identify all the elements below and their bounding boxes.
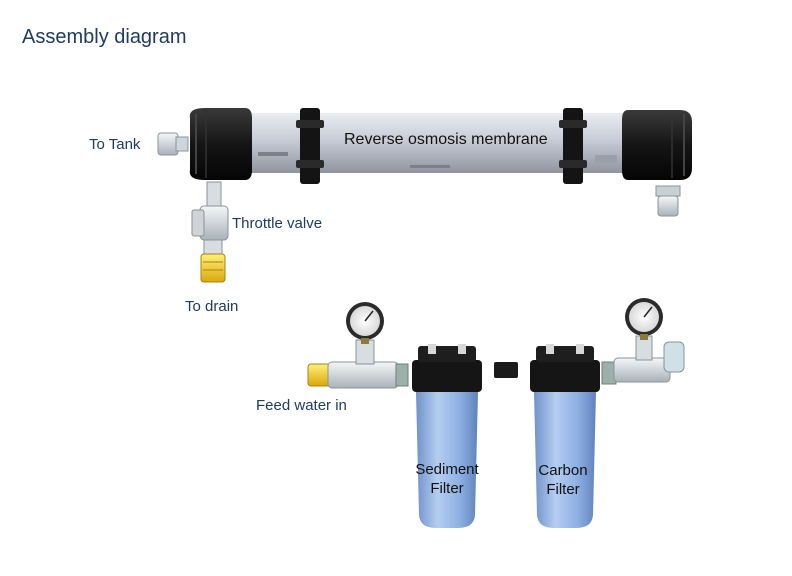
- pressure-gauge-left: [346, 302, 384, 344]
- carbon-label-line2: Filter: [546, 481, 580, 498]
- carbon-filter-label: Carbon Filter: [523, 461, 603, 499]
- membrane-outlet-fitting: [655, 185, 681, 217]
- sediment-filter-housing: [412, 344, 482, 528]
- sediment-label-line2: Filter: [430, 480, 464, 497]
- filter-connector: [494, 362, 518, 378]
- carbon-filter-housing: [530, 344, 600, 528]
- to-tank-label: To Tank: [89, 136, 141, 153]
- pressure-gauge-right: [625, 298, 663, 340]
- carbon-label-line1: Carbon: [538, 462, 588, 479]
- feed-inlet-assembly: [307, 339, 409, 389]
- sediment-filter-label: Sediment Filter: [407, 460, 487, 498]
- carbon-outlet-assembly: [601, 335, 685, 385]
- to-drain-label: To drain: [185, 298, 239, 315]
- membrane-label: Reverse osmosis membrane: [344, 131, 548, 148]
- to-tank-fitting: [157, 132, 189, 156]
- ro-membrane: [189, 108, 692, 184]
- throttle-valve-label: Throttle valve: [232, 215, 323, 232]
- throttle-valve: [191, 181, 229, 283]
- sediment-label-line1: Sediment: [415, 461, 479, 478]
- page-title: Assembly diagram: [22, 26, 187, 48]
- feed-water-label: Feed water in: [256, 397, 347, 414]
